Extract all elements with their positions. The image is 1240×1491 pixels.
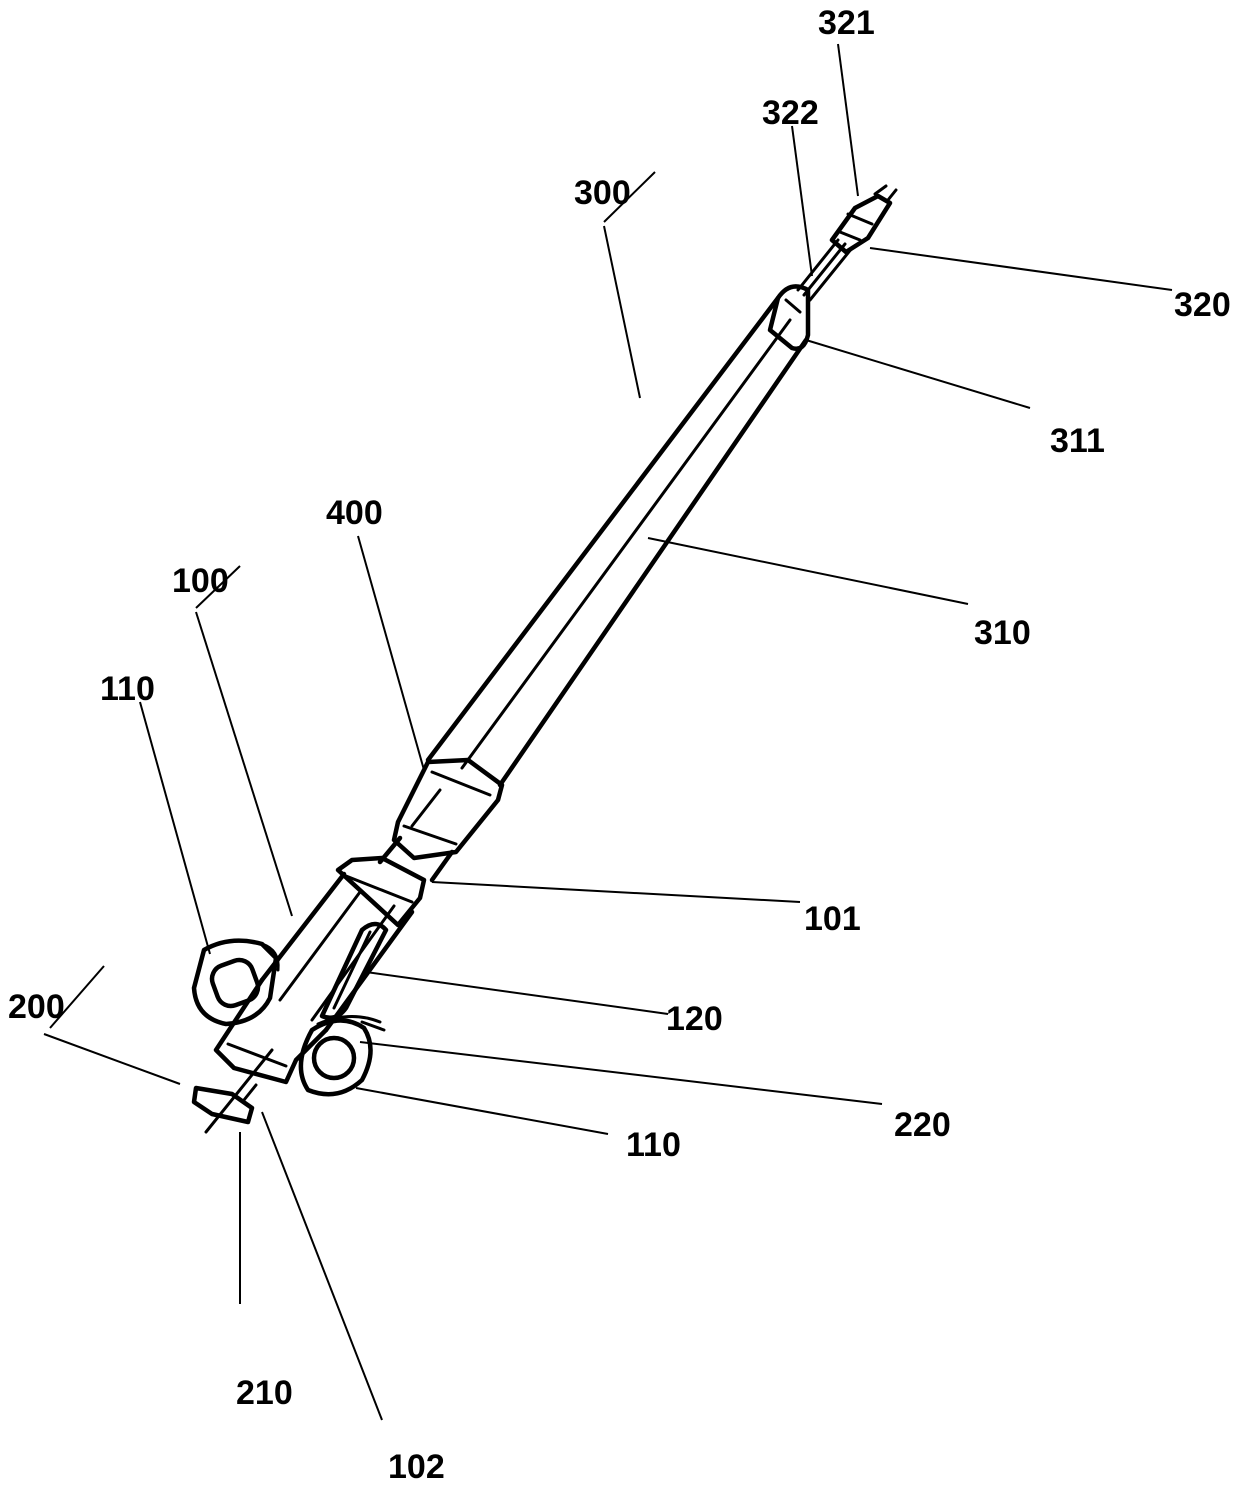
label-200: 200: [8, 988, 65, 1026]
handle-body-100: [262, 838, 452, 1030]
label-220: 220: [894, 1106, 951, 1144]
slot-part-120: [322, 924, 386, 1018]
label-110-lower: 110: [626, 1126, 681, 1164]
finger-ring-left-110: [194, 941, 278, 1024]
plunger-part-200: [194, 980, 326, 1132]
label-322: 322: [762, 94, 819, 132]
label-300: 300: [574, 174, 631, 212]
label-100: 100: [172, 562, 229, 600]
label-101: 101: [804, 900, 861, 938]
device-drawing: [194, 186, 896, 1132]
label-120: 120: [666, 1000, 723, 1038]
reference-labels: 321 322 300 320 311 400 100 310 110 101 …: [8, 4, 1231, 1486]
label-321: 321: [818, 4, 875, 42]
finger-ring-right-110: [301, 1016, 384, 1094]
label-311: 311: [1050, 422, 1105, 460]
label-320: 320: [1174, 286, 1231, 324]
shaft-part-310: [428, 298, 806, 785]
label-310: 310: [974, 614, 1031, 652]
label-102: 102: [388, 1448, 445, 1486]
label-210: 210: [236, 1374, 293, 1412]
tip-part-320: [832, 186, 896, 252]
collar-part-400: [394, 760, 502, 858]
label-400: 400: [326, 494, 383, 532]
label-110-upper: 110: [100, 670, 155, 708]
leader-lines: [44, 44, 1172, 1420]
